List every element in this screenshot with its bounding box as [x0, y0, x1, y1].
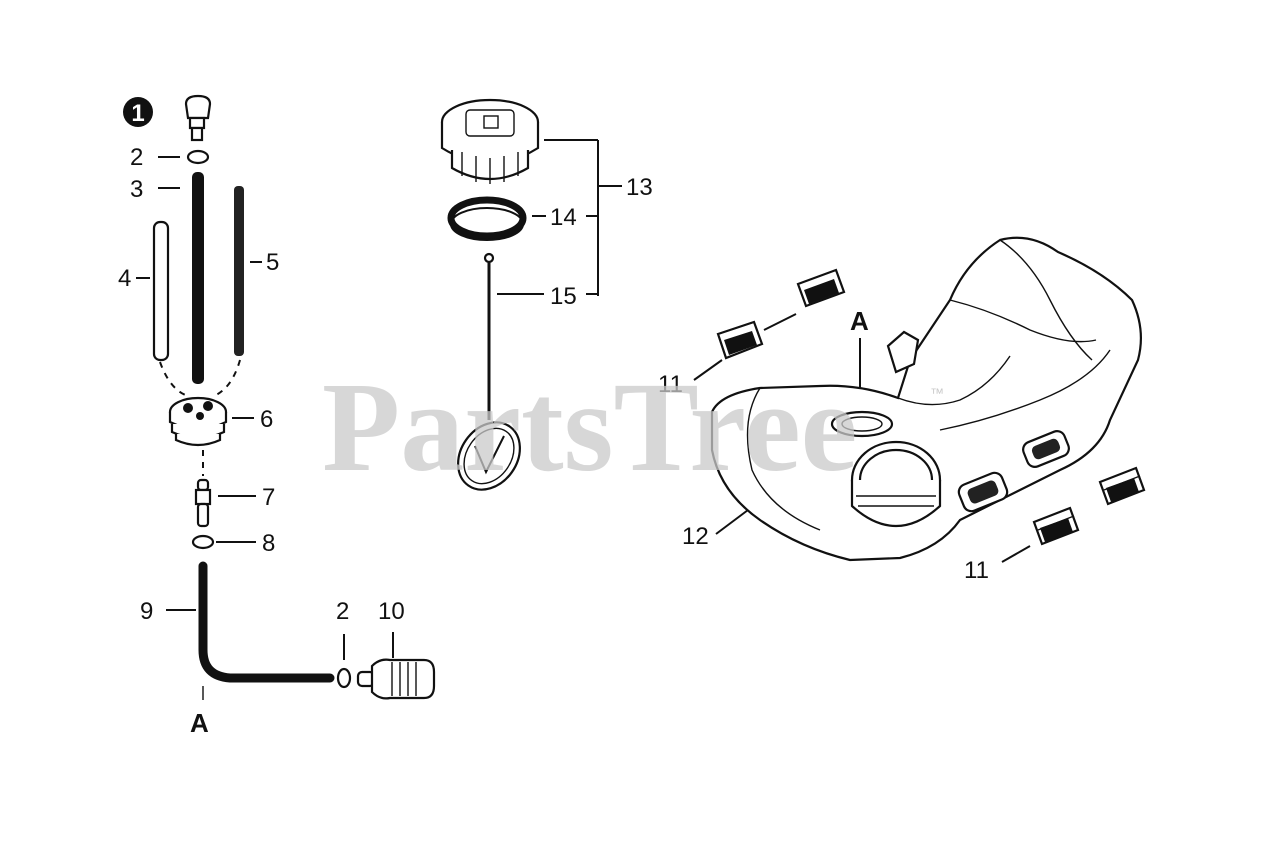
- part-3-fuel-line: [192, 172, 204, 384]
- part-8-oring: [191, 534, 215, 550]
- callout-15: 15: [550, 283, 577, 310]
- part-11-grommet-bottom-left: [1032, 506, 1080, 546]
- callout-14: 14: [550, 204, 577, 231]
- part-7-fitting: [194, 478, 212, 528]
- part-11-grommet-top-right: [796, 268, 846, 308]
- callout-12: 12: [682, 523, 709, 550]
- part-15-cap-strainer: [457, 252, 521, 491]
- callout-1-badge: [123, 97, 153, 127]
- part-14-cap-gasket: [447, 196, 527, 241]
- part-2-oring-top: [186, 149, 210, 165]
- part-13-fuel-cap: [440, 98, 540, 184]
- callout-11-top: 11: [658, 371, 683, 398]
- callout-3: 3: [130, 176, 143, 203]
- callout-1: 1: [131, 100, 144, 127]
- fuel-pickup-assembly: 1 2 3 4 5: [118, 94, 436, 738]
- callout-5: 5: [266, 249, 279, 276]
- watermark-text: PartsTree: [322, 356, 857, 498]
- fuel-tank-assembly: 11 A 1: [658, 236, 1146, 584]
- part-9-fuel-hose: [198, 561, 335, 683]
- callout-10: 10: [378, 598, 405, 625]
- callout-2-bottom: 2: [336, 598, 349, 625]
- fuel-cap-assembly: 13 14 15: [440, 98, 653, 491]
- callout-9: 9: [140, 598, 153, 625]
- part-4-tube: [152, 220, 170, 362]
- connector-a-tank: A: [850, 306, 869, 336]
- part-6-grommet: [168, 396, 228, 447]
- watermark-trademark: ™: [930, 385, 944, 401]
- connector-a-bottom: A: [190, 708, 209, 738]
- part-12-fuel-tank: [710, 236, 1143, 562]
- callout-8: 8: [262, 530, 275, 557]
- callout-11-bottom: 11: [964, 557, 989, 584]
- parts-tree-watermark: PartsTree ™: [322, 356, 944, 498]
- part-1-grommet: [184, 94, 212, 142]
- part-5-vent-line: [234, 186, 244, 356]
- callout-4: 4: [118, 265, 131, 292]
- part-10-fuel-filter: [356, 658, 436, 700]
- callout-6: 6: [260, 406, 273, 433]
- callout-2-top: 2: [130, 144, 143, 171]
- part-11-grommet-top-left: [716, 320, 764, 360]
- part-11-grommet-bottom-right: [1098, 466, 1146, 506]
- part-2-oring-bottom: [336, 667, 352, 689]
- callout-13: 13: [626, 174, 653, 201]
- callout-7: 7: [262, 484, 275, 511]
